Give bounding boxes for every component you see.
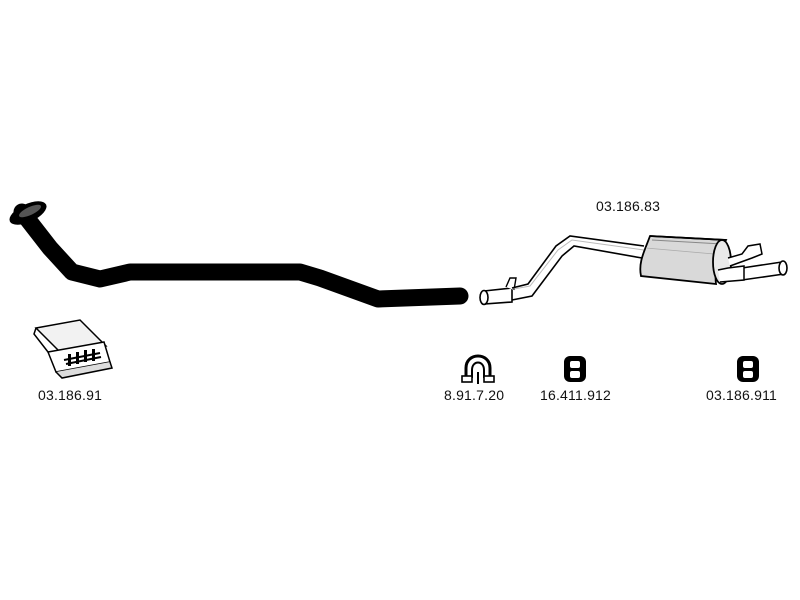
rubber-mount-b-icon	[737, 356, 759, 382]
front-pipe	[9, 201, 469, 308]
rubber-mount-a-code: 16.411.912	[540, 387, 612, 403]
rear-silencer-code: 03.186.83	[596, 198, 661, 214]
clamp-icon	[461, 354, 495, 384]
rubber-mount-a-icon	[564, 356, 586, 382]
rubber-mount-b-code: 03.186.911	[706, 387, 778, 403]
mounting-kit-code: 03.186.91	[38, 387, 103, 403]
parts-box-icon	[33, 319, 113, 379]
rear-silencer-assembly	[479, 235, 788, 306]
clamp-code: 8.91.7.20	[444, 387, 505, 403]
